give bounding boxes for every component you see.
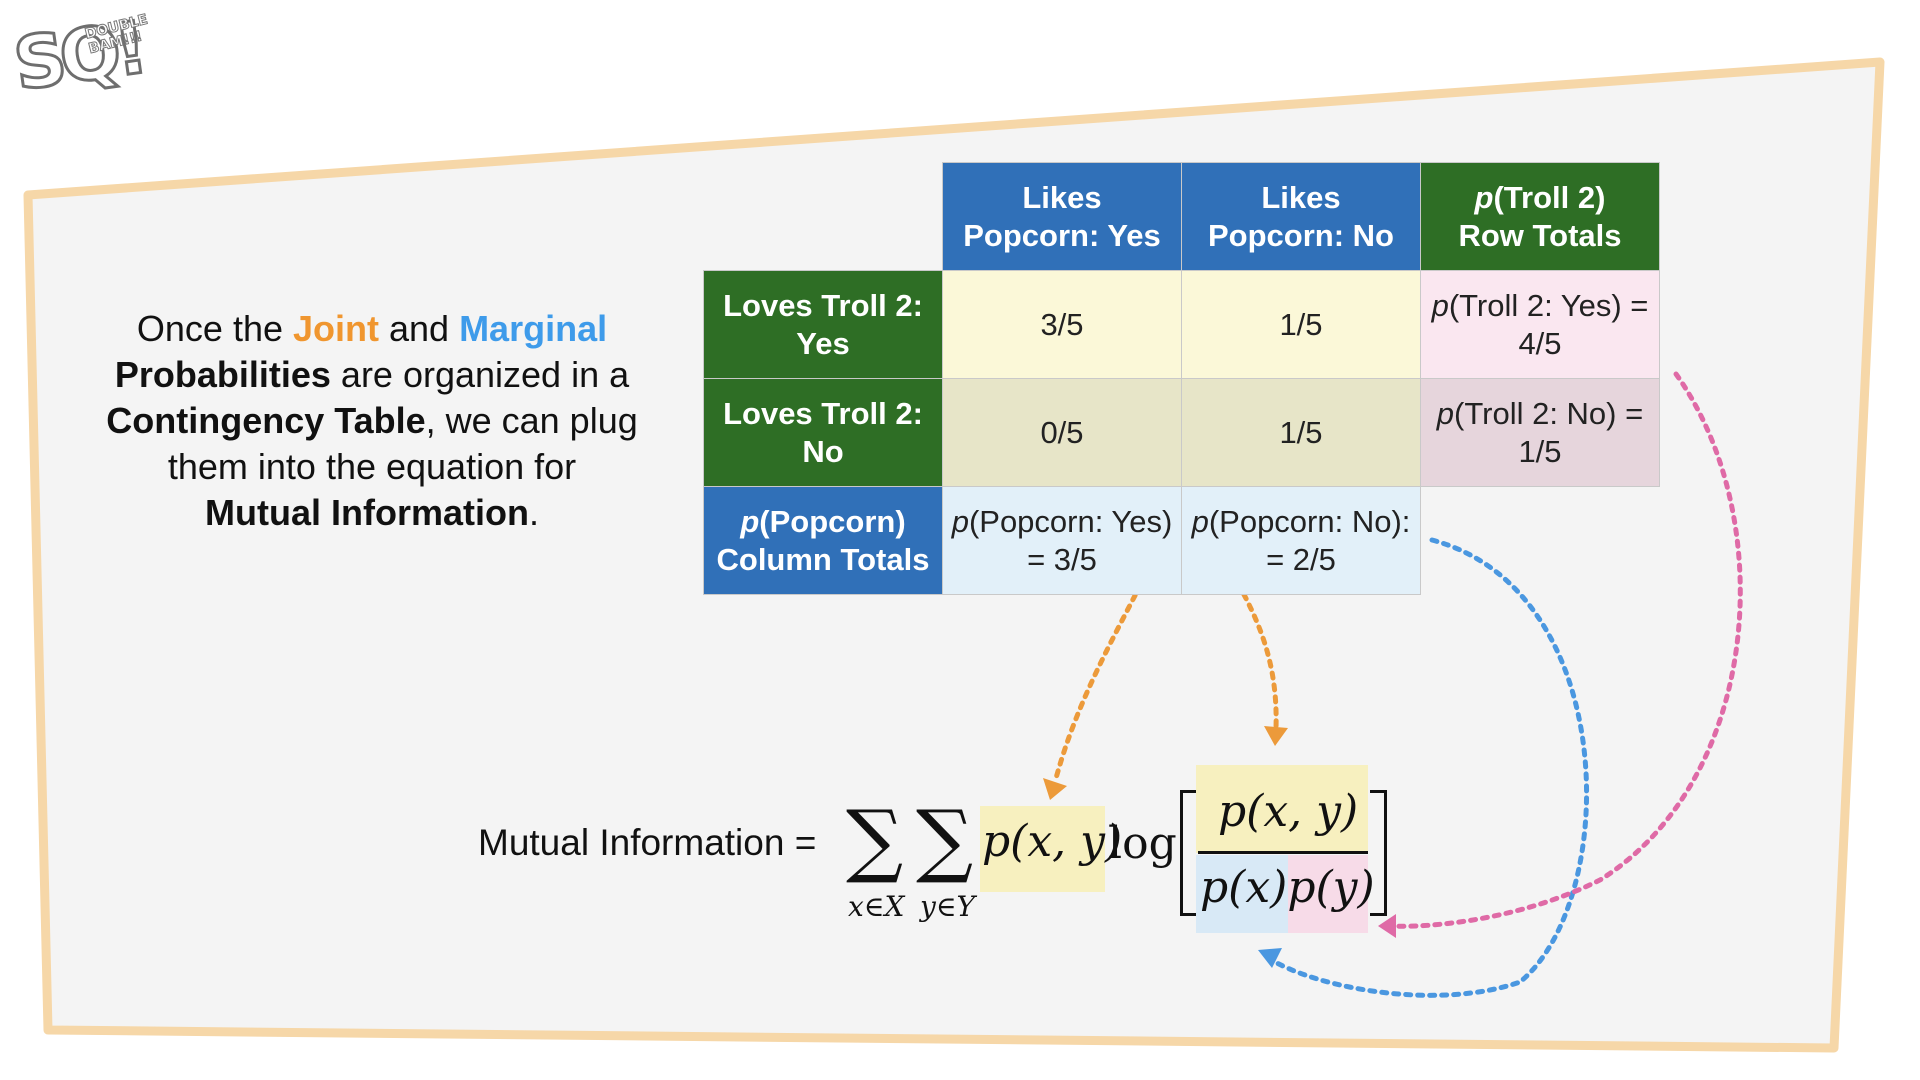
numerator-highlight bbox=[1196, 765, 1368, 853]
table-row-troll-yes: Loves Troll 2: Yes 3/5 1/5 p(Troll 2: Ye… bbox=[703, 270, 1660, 379]
intro-part: . bbox=[528, 492, 539, 533]
equation-label: Mutual Information = bbox=[478, 822, 817, 863]
intro-part: Once the bbox=[136, 308, 293, 349]
table-corner bbox=[704, 163, 943, 271]
row-header-troll-no: Loves Troll 2: No bbox=[703, 378, 943, 487]
col-total-line: = 2/5 bbox=[1266, 541, 1336, 577]
contingency-table: Likes Popcorn: Yes Likes Popcorn: No p(T… bbox=[703, 162, 1660, 595]
contingency-bold: Contingency Table bbox=[106, 400, 426, 441]
table-header-row: Likes Popcorn: Yes Likes Popcorn: No p(T… bbox=[704, 162, 1660, 271]
row-total-line: 4/5 bbox=[1518, 325, 1562, 361]
right-bracket bbox=[1370, 790, 1387, 916]
left-bracket bbox=[1180, 790, 1197, 916]
fraction-numerator: p(x, y) bbox=[1218, 786, 1359, 837]
col-header-popcorn-yes: Likes Popcorn: Yes bbox=[942, 162, 1182, 271]
marginal-arrow-pink bbox=[1387, 371, 1743, 929]
mutual-information-bold: Mutual Information bbox=[205, 492, 529, 533]
fraction-denominator: p(x)p(y) bbox=[1200, 862, 1375, 913]
row-total-troll-yes: p(Troll 2: Yes) = 4/5 bbox=[1420, 270, 1660, 379]
cell-troll-no-popcorn-no: 1/5 bbox=[1181, 378, 1421, 487]
col-header-line: Popcorn: No bbox=[1208, 217, 1394, 253]
sum-over-x-symbol: ∑ bbox=[846, 793, 904, 886]
arrowhead-pink bbox=[1378, 914, 1396, 938]
col-header-line: Likes bbox=[1022, 179, 1102, 215]
denominator-py-highlight bbox=[1288, 855, 1368, 933]
intro-part: them into the equation for bbox=[167, 446, 577, 487]
sum-over-y-symbol: ∑ bbox=[916, 793, 974, 886]
col-header-row-totals: p(Troll 2) Row Totals bbox=[1420, 162, 1660, 271]
arrowhead-orange-1 bbox=[1043, 778, 1067, 800]
col-total-popcorn-yes: p(Popcorn: Yes) = 3/5 bbox=[942, 486, 1182, 595]
col-total-line: (Popcorn: No): bbox=[1208, 503, 1411, 539]
row-total-line: (Troll 2: Yes) = bbox=[1448, 287, 1649, 323]
fraction-bar bbox=[1198, 851, 1368, 854]
p-symbol: p bbox=[1436, 395, 1455, 431]
cell-troll-yes-popcorn-yes: 3/5 bbox=[942, 270, 1182, 379]
row-header-column-totals: p(Popcorn) Column Totals bbox=[703, 486, 943, 595]
col-total-line: = 3/5 bbox=[1027, 541, 1097, 577]
p-symbol: p bbox=[740, 503, 760, 539]
row-header-troll-yes: Loves Troll 2: Yes bbox=[703, 270, 943, 379]
intro-part: are organized in a bbox=[330, 354, 630, 395]
row-header-line: (Popcorn) bbox=[759, 503, 906, 539]
denominator-px-highlight bbox=[1196, 855, 1288, 933]
joint-term: p(x, y) bbox=[982, 816, 1123, 867]
p-symbol: p bbox=[1431, 287, 1449, 323]
row-total-line: (Troll 2: No) = bbox=[1454, 395, 1644, 431]
joint-highlight: Joint bbox=[292, 308, 379, 349]
cell-troll-no-popcorn-yes: 0/5 bbox=[942, 378, 1182, 487]
statquest-logo: SQ! DOUBLE BAM!!! bbox=[4, 4, 164, 164]
row-header-line: No bbox=[802, 433, 844, 469]
p-symbol: p bbox=[1191, 503, 1209, 539]
table-row-column-totals: p(Popcorn) Column Totals p(Popcorn: Yes)… bbox=[703, 486, 1660, 595]
arrowhead-orange-2 bbox=[1264, 726, 1288, 746]
intro-part: and bbox=[378, 308, 460, 349]
row-header-line: Yes bbox=[796, 325, 850, 361]
col-header-line: (Troll 2) bbox=[1493, 179, 1606, 215]
p-symbol: p bbox=[951, 503, 969, 539]
joint-term-highlight bbox=[980, 806, 1105, 892]
marginal-arrow-blue bbox=[1265, 537, 1590, 998]
col-header-line: Row Totals bbox=[1458, 217, 1622, 253]
table-row-troll-no: Loves Troll 2: No 0/5 1/5 p(Troll 2: No)… bbox=[703, 378, 1660, 487]
col-header-line: Popcorn: Yes bbox=[963, 217, 1161, 253]
col-total-line: (Popcorn: Yes) bbox=[968, 503, 1173, 539]
intro-text: Once the Joint and Marginal Probabilitie… bbox=[72, 306, 672, 536]
sum-over-y-subscript: y∈Y bbox=[920, 890, 976, 923]
row-total-line: 1/5 bbox=[1518, 433, 1562, 469]
log-term: log bbox=[1108, 818, 1177, 869]
col-header-popcorn-no: Likes Popcorn: No bbox=[1181, 162, 1421, 271]
col-total-popcorn-no: p(Popcorn: No): = 2/5 bbox=[1181, 486, 1421, 595]
probabilities-bold: Probabilities bbox=[114, 354, 331, 395]
arrowhead-blue bbox=[1258, 948, 1282, 968]
sum-over-x-subscript: x∈X bbox=[848, 890, 905, 923]
row-header-line: Loves Troll 2: bbox=[723, 287, 923, 323]
row-header-line: Loves Troll 2: bbox=[723, 395, 923, 431]
p-symbol: p bbox=[1474, 179, 1494, 215]
cell-troll-yes-popcorn-no: 1/5 bbox=[1181, 270, 1421, 379]
intro-part: , we can plug bbox=[425, 400, 638, 441]
row-header-line: Column Totals bbox=[716, 541, 930, 577]
row-total-troll-no: p(Troll 2: No) = 1/5 bbox=[1420, 378, 1660, 487]
col-header-line: Likes bbox=[1261, 179, 1341, 215]
table-empty-cell bbox=[1421, 487, 1660, 595]
marginal-highlight: Marginal bbox=[459, 308, 608, 349]
